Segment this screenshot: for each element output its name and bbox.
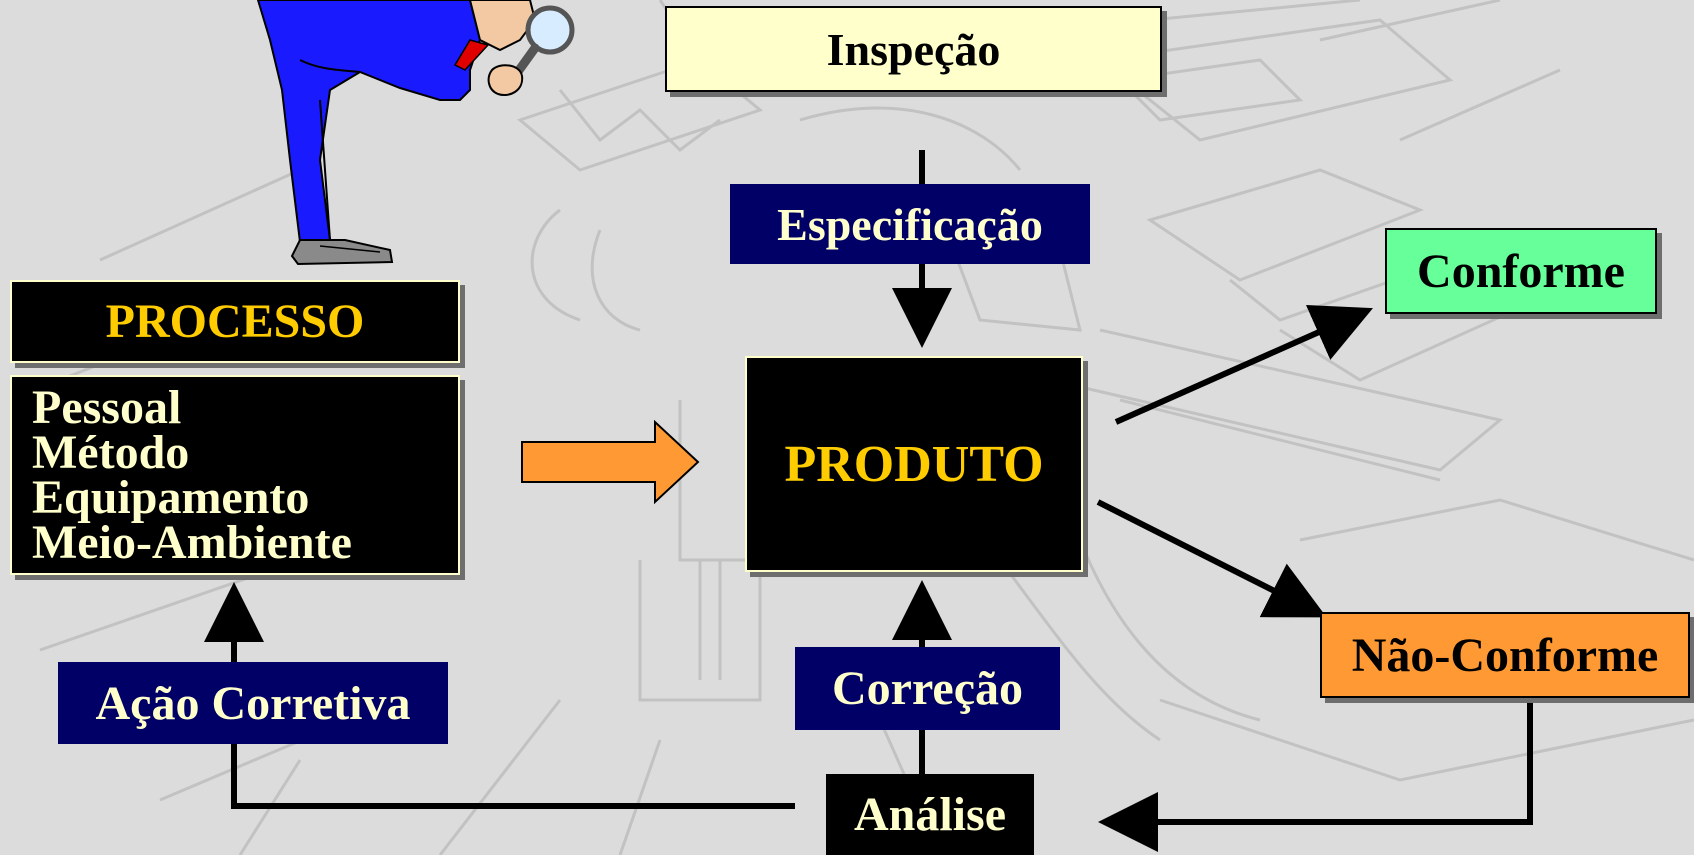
process-factors-box: Pessoal Método Equipamento Meio-Ambiente [10, 375, 460, 575]
corrective-action-label: Ação Corretiva [95, 676, 411, 730]
analysis-label: Análise [853, 788, 1006, 841]
arrow-nonconforming-to-analysis [1098, 698, 1533, 852]
flow-arrows [204, 150, 1533, 852]
inspection-label: Inspeção [826, 23, 1001, 75]
process-factor-method: Método [32, 426, 190, 479]
arrow-analysis-to-corrective-action [231, 744, 795, 809]
inspection-box: Inspeção [665, 6, 1162, 92]
analysis-box: Análise [826, 774, 1034, 855]
process-factor-environment: Meio-Ambiente [32, 516, 352, 569]
corrective-action-box: Ação Corretiva [58, 662, 448, 744]
product-box: PRODUTO [745, 356, 1083, 572]
conforming-box: Conforme [1385, 228, 1657, 314]
process-factor-equipment: Equipamento [32, 471, 310, 524]
product-label: PRODUTO [784, 435, 1044, 493]
specification-box: Especificação [730, 184, 1090, 264]
arrow-product-to-conforming [1114, 305, 1373, 425]
inspector-with-magnifying-glass-icon [256, 0, 575, 266]
process-factor-personnel: Pessoal [32, 381, 182, 434]
specification-label: Especificação [777, 198, 1043, 250]
correction-box: Correção [795, 647, 1060, 730]
correction-label: Correção [831, 662, 1023, 715]
process-to-product-arrow [521, 419, 700, 505]
process-title-box: PROCESSO [10, 280, 460, 363]
arrow-product-to-nonconforming [1096, 499, 1327, 618]
non-conforming-label: Não-Conforme [1351, 628, 1659, 682]
process-title: PROCESSO [105, 295, 365, 348]
conforming-label: Conforme [1417, 244, 1625, 298]
non-conforming-box: Não-Conforme [1320, 612, 1690, 698]
